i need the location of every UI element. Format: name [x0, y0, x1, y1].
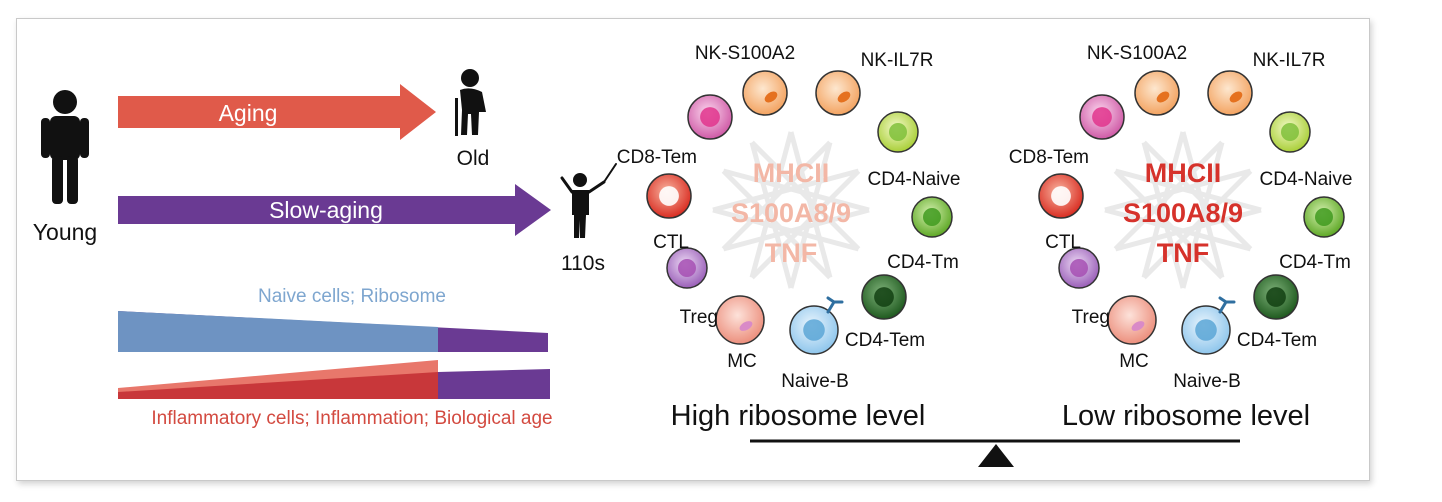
- cell-label: MC: [1119, 351, 1149, 372]
- cell-naive-b: Naive-B: [1173, 296, 1241, 392]
- cell-label: MC: [727, 351, 757, 372]
- cell-label: NK-IL7R: [861, 50, 934, 71]
- cell-nk-s100a2: NK-S100A2: [1087, 43, 1187, 116]
- cell-naive-b: Naive-B: [781, 296, 849, 392]
- ribosome-level-caption: High ribosome level: [671, 400, 926, 432]
- cell-treg: Treg: [666, 247, 718, 328]
- cell-label: NK-S100A2: [695, 43, 795, 64]
- cell-label: Naive-B: [781, 371, 849, 392]
- interaction-network: [1104, 131, 1262, 289]
- cell-cd4-naive: CD4-Naive: [868, 111, 961, 190]
- cell-cd4-tm: CD4-Tm: [887, 196, 959, 273]
- cell-ctl: CTL: [1038, 173, 1084, 253]
- old-label: Old: [457, 147, 490, 170]
- ribosome-level-caption: Low ribosome level: [1062, 400, 1310, 432]
- cell-cd4-tem: CD4-Tem: [845, 274, 925, 351]
- cell-nk-il7r: NK-IL7R: [1207, 50, 1326, 116]
- cell-label: CD4-Naive: [1260, 169, 1353, 190]
- cell-label: CD4-Tem: [845, 330, 925, 351]
- old-person-icon: [455, 69, 486, 136]
- cell-mc: MC: [715, 295, 765, 372]
- center-marker-text: MHCII: [1145, 158, 1222, 188]
- slow-aging-arrow: [118, 184, 551, 236]
- cell-label: NK-IL7R: [1253, 50, 1326, 71]
- naive-blue-wedge: [118, 311, 438, 352]
- cell-ctl: CTL: [646, 173, 692, 253]
- center-marker-text: TNF: [765, 238, 817, 268]
- centenarian-label: 110s: [561, 252, 605, 275]
- cell-label: CD4-Tm: [1279, 252, 1351, 273]
- cell-label: CTL: [1045, 232, 1081, 253]
- balance-fulcrum: [978, 444, 1014, 467]
- cell-cd8-tem: CD8-Tem: [617, 94, 733, 168]
- inflam-purple-band: [438, 369, 550, 399]
- naive-cells-label: Naive cells; Ribosome: [258, 286, 446, 307]
- center-marker-text: MHCII: [753, 158, 830, 188]
- cell-cd4-tm: CD4-Tm: [1279, 196, 1351, 273]
- cell-label: NK-S100A2: [1087, 43, 1187, 64]
- cell-mc: MC: [1107, 295, 1157, 372]
- cell-label: CD8-Tem: [617, 147, 697, 168]
- aging-arrow: [118, 84, 436, 140]
- aging-label: Aging: [219, 100, 278, 126]
- interaction-network: [712, 131, 870, 289]
- inflammatory-label: Inflammatory cells; Inflammation; Biolog…: [151, 408, 552, 429]
- cell-treg: Treg: [1058, 247, 1110, 328]
- cell-label: CD4-Tm: [887, 252, 959, 273]
- centenarian-icon: [560, 163, 617, 238]
- cell-label: Treg: [1072, 307, 1110, 328]
- cell-label: CTL: [653, 232, 689, 253]
- slow-aging-label: Slow-aging: [269, 197, 383, 223]
- center-marker-text: S100A8/9: [1123, 198, 1243, 228]
- inflam-dark-wedge: [118, 372, 438, 399]
- cell-label: CD8-Tem: [1009, 147, 1089, 168]
- cell-nk-s100a2: NK-S100A2: [695, 43, 795, 116]
- center-marker-text: S100A8/9: [731, 198, 851, 228]
- cell-label: Naive-B: [1173, 371, 1241, 392]
- cell-cd4-naive: CD4-Naive: [1260, 111, 1353, 190]
- young-label: Young: [33, 219, 97, 245]
- young-person-icon: [41, 90, 89, 204]
- cell-label: CD4-Tem: [1237, 330, 1317, 351]
- center-marker-text: TNF: [1157, 238, 1209, 268]
- cell-label: Treg: [680, 307, 718, 328]
- cell-cd8-tem: CD8-Tem: [1009, 94, 1125, 168]
- cell-nk-il7r: NK-IL7R: [815, 50, 934, 116]
- cell-cd4-tem: CD4-Tem: [1237, 274, 1317, 351]
- cell-label: CD4-Naive: [868, 169, 961, 190]
